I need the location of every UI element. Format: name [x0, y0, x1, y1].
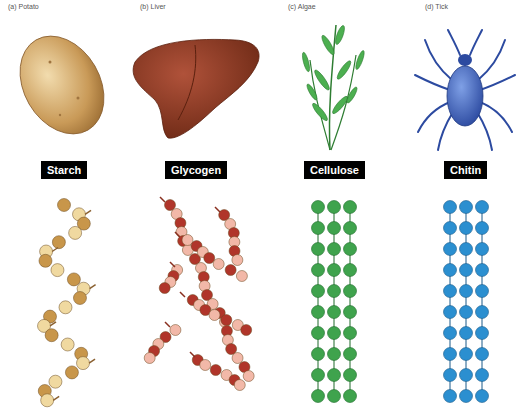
name-box: Starch — [41, 161, 87, 179]
name-box: Cellulose — [304, 161, 365, 179]
polymer-name: Glycogen — [171, 164, 221, 176]
polymer-name: Cellulose — [310, 164, 359, 176]
starch-chain — [38, 199, 96, 407]
polymer-name: Chitin — [450, 164, 481, 176]
tick-picture — [415, 30, 515, 150]
algae-picture — [301, 25, 366, 150]
glycogen-chain — [144, 197, 254, 391]
potato-picture — [3, 21, 121, 149]
polymer-name: Starch — [47, 164, 81, 176]
panel-label: (a) Potato — [8, 3, 39, 10]
liver-picture — [133, 39, 259, 138]
panel-label: (b) Liver — [140, 3, 166, 10]
panel-label: (c) Algae — [288, 3, 316, 10]
cellulose-chain — [312, 201, 357, 403]
name-box: Chitin — [444, 161, 487, 179]
panel-label: (d) Tick — [425, 3, 448, 10]
chitin-chain — [444, 201, 489, 403]
name-box: Glycogen — [165, 161, 227, 179]
